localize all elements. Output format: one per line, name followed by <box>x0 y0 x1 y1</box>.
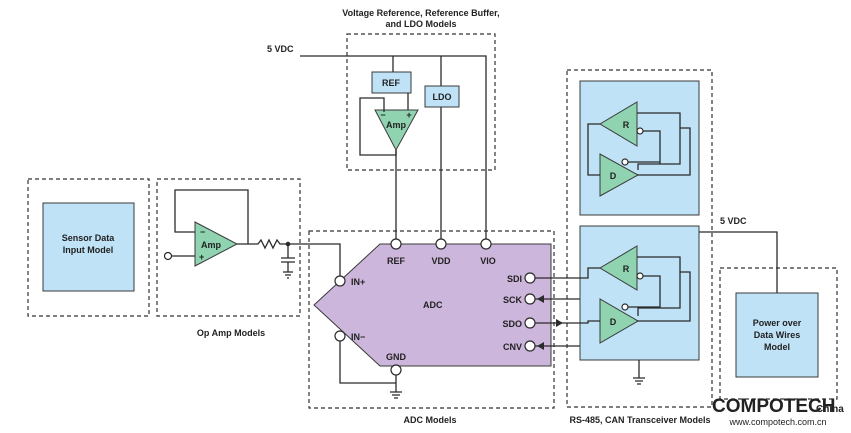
adc-group-frame <box>308 230 555 409</box>
transceiver-ground <box>633 360 645 385</box>
adc-pin-sdo <box>524 317 536 329</box>
top-driver-enable <box>621 158 629 166</box>
adc-gnd-label: GND <box>386 352 407 362</box>
power-group-frame <box>719 267 838 400</box>
vdc-right-rail <box>699 231 778 293</box>
bottom-driver-label: D <box>610 317 617 327</box>
ref-block <box>371 71 412 94</box>
power-label-line3: Model <box>764 342 790 352</box>
sck-arrow <box>537 295 544 303</box>
sdo-arrow <box>556 319 563 327</box>
adc-block <box>313 243 552 367</box>
transceiver-top-block <box>579 80 700 216</box>
power-label-line2: Data Wires <box>754 330 800 340</box>
adc-sdi-label: SDI <box>507 274 522 284</box>
filter-capacitor-ground <box>281 244 295 279</box>
top-xcvr-bus-a <box>637 112 681 170</box>
driver-amp-minus: − <box>200 227 205 237</box>
bottom-xcvr-bus-a <box>637 256 681 316</box>
adc-ref-label: REF <box>387 256 406 266</box>
vref-group-frame <box>346 33 496 171</box>
sensor-label-line2: Input Model <box>63 245 114 255</box>
top-xcvr-left-wire <box>587 123 600 176</box>
watermark-region: China <box>816 404 844 415</box>
bottom-xcvr-bus-b <box>637 271 691 322</box>
sensor-group-frame <box>27 178 150 317</box>
adc-label: ADC <box>423 300 443 310</box>
adc-ground <box>390 375 402 399</box>
ref-buffer-amp-label: Amp <box>386 120 407 130</box>
bottom-driver-enable <box>621 303 629 311</box>
top-receiver-amp <box>599 101 638 147</box>
opamp-group-caption: Op Amp Models <box>197 328 265 338</box>
adc-inn-wire <box>339 341 396 384</box>
opamp-input-terminal <box>163 251 173 261</box>
ref-buffer-minus: − <box>380 110 385 120</box>
adc-pin-vdd <box>435 238 447 250</box>
top-driver-label: D <box>610 171 617 181</box>
adc-pin-inn <box>334 330 346 342</box>
bottom-xcvr-enable-wire <box>628 275 661 308</box>
adc-vdd-label: VDD <box>431 256 451 266</box>
driver-amp-plus: + <box>199 252 204 262</box>
vdc-top-rail <box>300 55 487 244</box>
ref-buffer-plus: + <box>406 110 411 120</box>
power-label-line1: Power over <box>753 318 802 328</box>
adc-pin-cnv <box>524 340 536 352</box>
opamp-group-frame <box>156 178 301 317</box>
bottom-xcvr-sdi-wire <box>580 267 600 279</box>
rc-filter-wire <box>237 238 341 276</box>
transceiver-group-caption: RS-485, CAN Transceiver Models <box>569 415 710 425</box>
adc-inp-label: IN+ <box>351 277 365 287</box>
vref-group-title-line2: and LDO Models <box>385 19 456 29</box>
adc-inn-label: IN− <box>351 332 365 342</box>
adc-sck-label: SCK <box>503 295 523 305</box>
driver-amp-label: Amp <box>201 240 222 250</box>
supply-top-label: 5 VDC <box>267 44 294 54</box>
vref-group-title-line1: Voltage Reference, Reference Buffer, <box>342 8 499 18</box>
adc-pin-sdi <box>524 272 536 284</box>
transceiver-bottom-block <box>579 225 700 361</box>
transceiver-group-frame <box>566 69 713 408</box>
ldo-block <box>424 85 460 108</box>
bottom-xcvr-sdo-wire <box>580 320 600 324</box>
watermark-url: www.compotech.com.cn <box>728 417 826 427</box>
adc-vio-label: VIO <box>480 256 496 266</box>
ref-buffer-amp <box>374 109 419 152</box>
bottom-receiver-enable <box>636 272 644 280</box>
bottom-receiver-amp <box>599 245 638 291</box>
adc-pin-gnd <box>390 364 402 376</box>
adc-pin-ref <box>390 238 402 250</box>
ref-block-label: REF <box>382 78 401 88</box>
bottom-receiver-label: R <box>623 264 630 274</box>
driver-amp-feedback <box>174 189 249 244</box>
adc-group-caption: ADC Models <box>403 415 456 425</box>
driver-amp <box>194 221 239 267</box>
supply-right-label: 5 VDC <box>720 216 747 226</box>
top-xcvr-bus-b <box>637 127 691 176</box>
adc-pin-vio <box>480 238 492 250</box>
adc-cnv-label: CNV <box>503 342 522 352</box>
power-over-data-block <box>735 292 819 378</box>
watermark-brand: COMPOTECH <box>712 396 836 417</box>
top-receiver-label: R <box>623 120 630 130</box>
adc-sdo-label: SDO <box>502 319 522 329</box>
cnv-arrow <box>537 342 544 350</box>
ldo-block-label: LDO <box>433 92 452 102</box>
top-receiver-enable <box>636 127 644 135</box>
sensor-data-block <box>42 202 135 292</box>
top-xcvr-enable-wire <box>628 130 661 164</box>
sensor-label-line1: Sensor Data <box>62 233 116 243</box>
adc-pin-inp <box>334 275 346 287</box>
adc-pin-sck <box>524 293 536 305</box>
